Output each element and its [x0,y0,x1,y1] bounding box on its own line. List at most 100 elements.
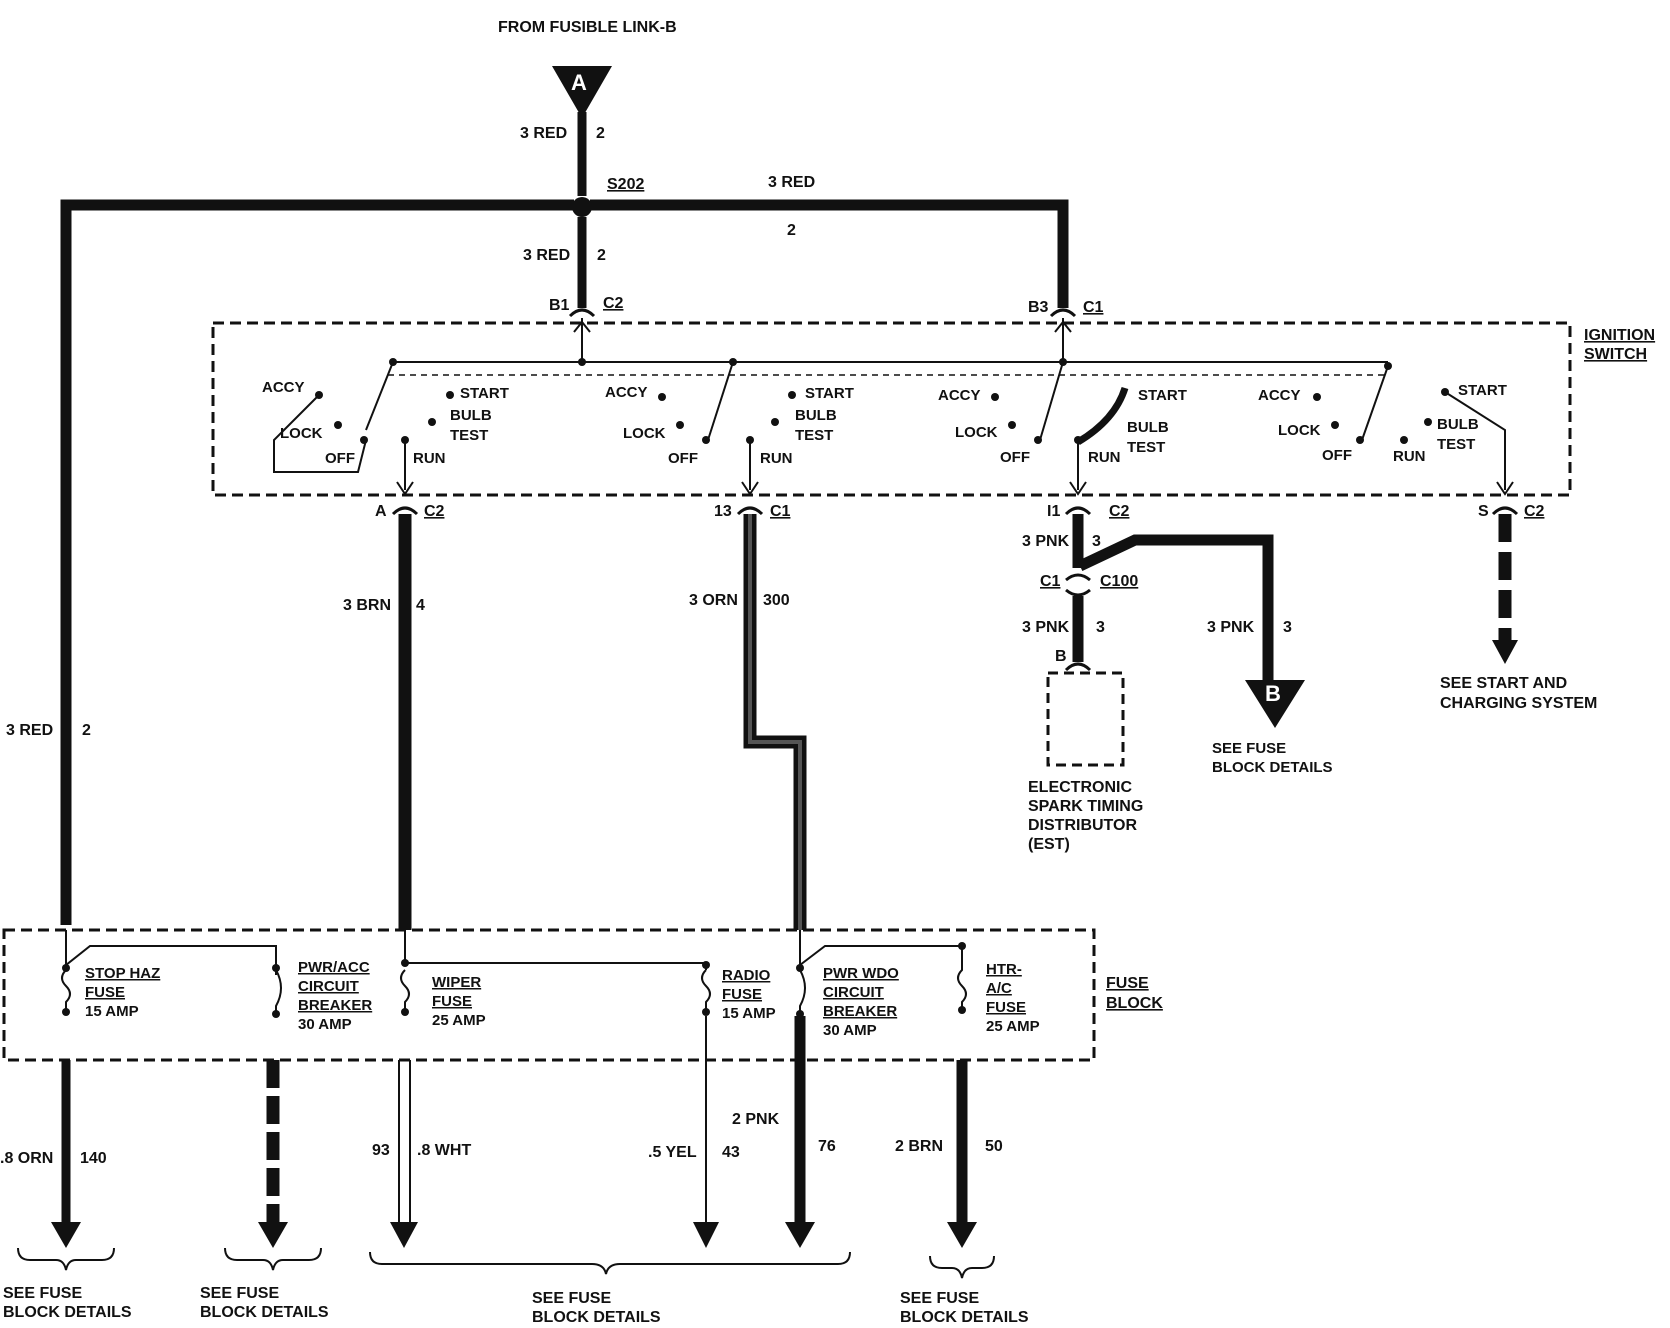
wire-pnk-b-gauge: 3 PNK [1207,619,1255,636]
connector-13 [736,506,764,516]
breaker-pwr-wdo-l2: CIRCUIT [823,984,884,1001]
breaker-pwr-wdo-symbol [799,969,806,1016]
connector-i1-pin: I1 [1047,503,1060,520]
wire-pnk-b [1077,534,1274,680]
connector-c100 [1065,573,1091,597]
sw2-off: OFF [668,450,698,467]
fuse-htr-ac-l2: A/C [986,980,1012,997]
est-line-4: (EST) [1028,836,1070,853]
fuse-radio-l2: FUSE [722,986,762,1003]
splice-s202 [572,197,592,217]
connector-b1-pin: B1 [549,297,570,314]
wire-yel-43-circuit: 43 [722,1144,740,1161]
est-distributor-box [1046,671,1125,767]
splice-s202-label: S202 [607,176,644,193]
wire-pnk-76-circuit: 76 [818,1138,836,1155]
sw3-bulb: BULB [1127,419,1169,436]
footer-ref-4-line2: BLOCK DETAILS [900,1309,1029,1326]
sw4-bulb: BULB [1437,416,1479,433]
fuse-radio-symbol [701,969,711,1012]
wire-wht-93-circuit: 93 [372,1142,390,1159]
sw3-accy: ACCY [938,387,981,404]
see-fuse-b-line1: SEE FUSE [1212,740,1286,757]
sw3-start: START [1138,387,1187,404]
sw1-off: OFF [325,450,355,467]
breaker-pwr-acc-l1: PWR/ACC [298,959,370,976]
connector-a-conn: C2 [424,503,445,520]
footer-ref-1-line1: SEE FUSE [3,1285,82,1302]
wire-orn-300-core [748,514,802,930]
sw2-run: RUN [760,450,793,467]
sw1-test: TEST [450,427,488,444]
fuse-radio-l3: 15 AMP [722,1005,776,1022]
fuse-wiper-l3: 25 AMP [432,1012,486,1029]
connector-a-pin: A [375,503,387,520]
fuse-block-box [2,928,1096,1062]
sw4-test: TEST [1437,436,1475,453]
sw3-test: TEST [1127,439,1165,456]
brace-4 [929,1255,995,1279]
fuse-wiper-l2: FUSE [432,993,472,1010]
fuse-htr-ac-l4: 25 AMP [986,1018,1040,1035]
connector-a [391,506,419,516]
wire-brn-4-gauge: 3 BRN [343,597,391,614]
footer-ref-3-line1: SEE FUSE [532,1290,611,1307]
switch-section-4 [1313,365,1514,496]
sw2-start: START [805,385,854,402]
ignition-switch-title-1: IGNITION [1584,327,1655,344]
arrow-pwr-acc [258,1222,288,1248]
arrow-wht-93 [390,1222,418,1248]
sw4-accy: ACCY [1258,387,1301,404]
connector-13-pin: 13 [714,503,732,520]
start-charging-line1: SEE START AND [1440,675,1567,692]
breaker-pwr-wdo-l4: 30 AMP [823,1022,877,1039]
sw3-run: RUN [1088,449,1121,466]
connector-s [1491,506,1519,516]
wire-right-red [590,199,1069,308]
source-label: FROM FUSIBLE LINK-B [498,19,677,36]
connector-i1-conn: C2 [1109,503,1130,520]
see-fuse-b-line2: BLOCK DETAILS [1212,759,1333,776]
connector-s-conn: C2 [1524,503,1545,520]
arrow-brn-50 [947,1222,977,1248]
wire-orn-300 [743,514,807,930]
wire-pnk-top-gauge: 3 PNK [1022,533,1070,550]
terminal-a-label: A [571,70,587,95]
wire-brn-50-circuit: 50 [985,1138,1003,1155]
connector-b1 [568,308,596,360]
ignition-switch-title-2: SWITCH [1584,346,1647,363]
sw1-start: START [460,385,509,402]
est-line-1: ELECTRONIC [1028,779,1132,796]
connector-b1-conn: C2 [603,295,624,312]
arrow-orn-140 [51,1222,81,1248]
wire-b1-red-circuit: 2 [597,247,606,264]
switch-section-1 [273,361,454,496]
sw4-start: START [1458,382,1507,399]
fuse-stop-haz-l3: 15 AMP [85,1003,139,1020]
wire-b1-red-gauge: 3 RED [523,247,570,264]
sw4-run: RUN [1393,448,1426,465]
wire-right-red-circuit: 2 [787,222,796,239]
fuse-htr-ac-l1: HTR- [986,961,1022,978]
footer-ref-1-line2: BLOCK DETAILS [3,1304,132,1321]
sw3-off: OFF [1000,449,1030,466]
breaker-pwr-acc-symbol [275,969,282,1016]
footer-ref-2-line2: BLOCK DETAILS [200,1304,329,1321]
wire-left-red-gauge: 3 RED [6,722,53,739]
wire-brn-50-gauge: 2 BRN [895,1138,943,1155]
sw1-run: RUN [413,450,446,467]
start-charging-line2: CHARGING SYSTEM [1440,695,1597,712]
footer-ref-2-line1: SEE FUSE [200,1285,279,1302]
wire-yel-43-gauge: .5 YEL [648,1144,697,1161]
switch-section-2 [658,361,796,496]
wire-left-red [60,199,574,925]
fuse-wiper-symbol [400,969,410,1012]
connector-13-conn: C1 [770,503,791,520]
terminal-b-label: B [1265,681,1281,706]
brace-1 [17,1247,115,1271]
sw4-lock: LOCK [1278,422,1321,439]
wire-orn-140-gauge: .8 ORN [0,1150,53,1167]
sw2-test: TEST [795,427,833,444]
fuse-radio-l1: RADIO [722,967,771,984]
